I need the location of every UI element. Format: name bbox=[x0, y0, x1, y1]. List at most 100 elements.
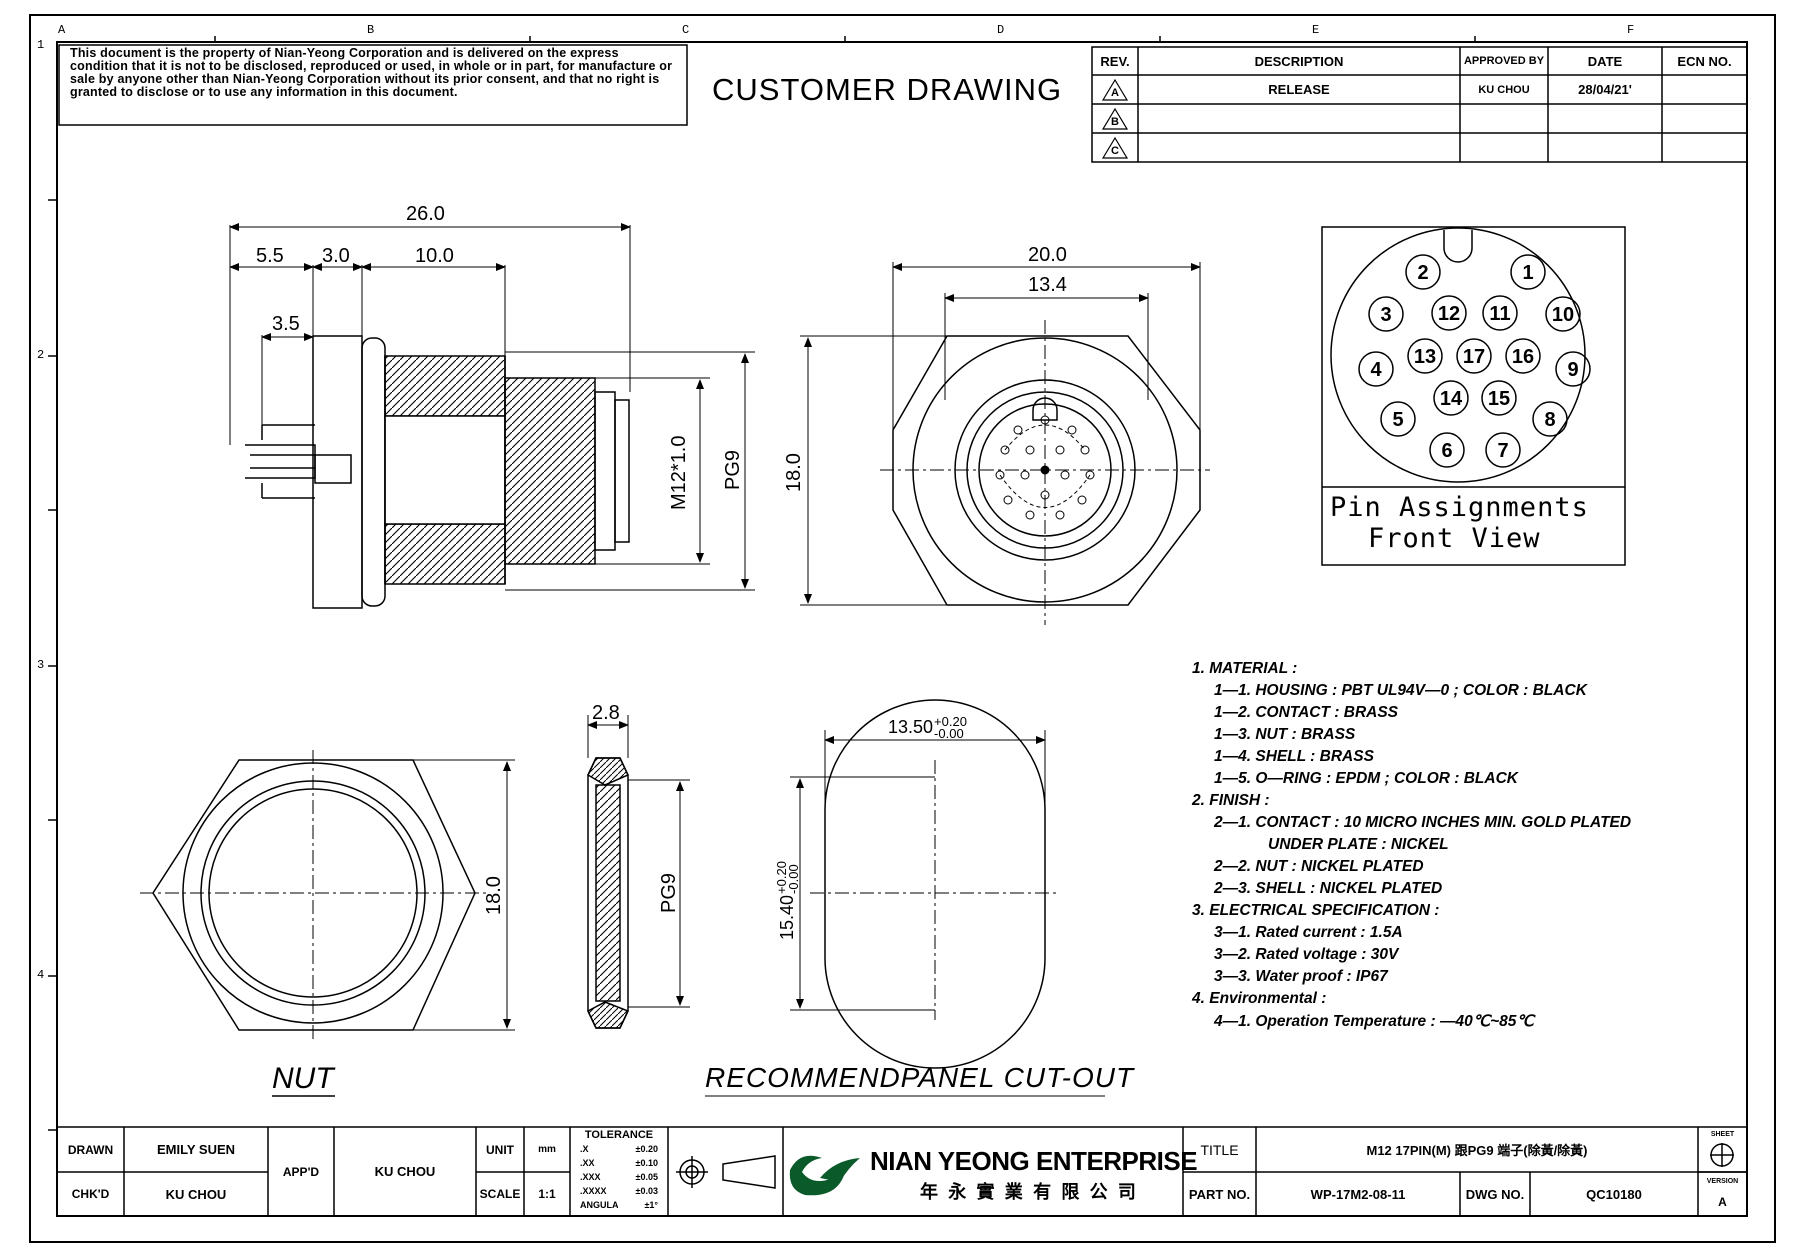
note-line: 1—3. NUT : BRASS bbox=[1214, 726, 1356, 743]
note-line: 1—1. HOUSING : PBT UL94V—0 ; COLOR : BLA… bbox=[1214, 682, 1587, 699]
pin-1-label: 1 bbox=[1522, 262, 1533, 284]
revision-triangles bbox=[1101, 78, 1129, 159]
tb-scale-value: 1:1 bbox=[538, 1187, 556, 1201]
nut-dim-pg9: PG9 bbox=[658, 872, 680, 913]
tolerance-value: ±0.20 bbox=[635, 1144, 658, 1154]
pin-9-label: 9 bbox=[1567, 359, 1578, 381]
pin-10-label: 10 bbox=[1552, 304, 1574, 326]
side-dim-pg9: PG9 bbox=[722, 449, 744, 490]
rev-a-date: 28/04/21' bbox=[1578, 82, 1632, 97]
side-dim-3-5: 3.5 bbox=[272, 313, 300, 335]
note-line: 2—3. SHELL : NICKEL PLATED bbox=[1214, 880, 1443, 897]
confidentiality-notice: This document is the property of Nian-Ye… bbox=[70, 46, 673, 99]
tb-version-label: VERSION bbox=[1706, 1177, 1739, 1185]
side-view-thread-upper bbox=[384, 355, 506, 417]
pin-13-label: 13 bbox=[1414, 346, 1436, 368]
pin-6-circle bbox=[1429, 432, 1465, 468]
note-line: 2. FINISH : bbox=[1192, 792, 1270, 809]
rev-c-letter: C bbox=[1111, 145, 1119, 157]
nut-centerlines bbox=[140, 750, 490, 1040]
front-dim-height: 18.0 bbox=[783, 453, 805, 492]
pin-12-label: 12 bbox=[1438, 303, 1460, 325]
note-line: 3—2. Rated voltage : 30V bbox=[1214, 946, 1399, 963]
cutout-dim-height: 15.40+0.20-0.00 bbox=[774, 861, 801, 940]
company-name-cn: 年 永 實 業 有 限 公 司 bbox=[920, 1182, 1138, 1203]
pin-assignment-title: Pin Assignments bbox=[1330, 492, 1589, 523]
pin-14-label: 14 bbox=[1440, 388, 1463, 410]
tolerance-key: .XX bbox=[580, 1158, 595, 1168]
company-logo bbox=[789, 1155, 860, 1196]
tolerance-value: ±1° bbox=[644, 1200, 658, 1210]
pin-6-label: 6 bbox=[1441, 440, 1452, 462]
tb-appd-value: KU CHOU bbox=[374, 1164, 436, 1179]
zone-row-2: 2 bbox=[37, 348, 45, 362]
cutout-dim-width: 13.50+0.20-0.00 bbox=[888, 715, 967, 741]
pin-17-label: 17 bbox=[1463, 346, 1485, 368]
cutout-dimension-lines bbox=[790, 730, 1046, 1011]
note-line: 1—2. CONTACT : BRASS bbox=[1214, 704, 1399, 721]
rev-a-approved: KU CHOU bbox=[1478, 83, 1530, 96]
pin-11-circle bbox=[1482, 295, 1518, 331]
tolerance-row: .XX±0.10 bbox=[572, 1156, 666, 1170]
front-view-centerlines bbox=[880, 320, 1210, 625]
note-line: 2—2. NUT : NICKEL PLATED bbox=[1214, 858, 1424, 875]
tolerance-row: ANGULA±1° bbox=[572, 1198, 666, 1212]
nut-view bbox=[152, 759, 476, 1031]
cutout-width-tol-minus: -0.00 bbox=[934, 726, 964, 741]
nut-label: NUT bbox=[272, 1062, 334, 1095]
pin-3-circle bbox=[1368, 296, 1404, 332]
rev-header-rev: REV. bbox=[1100, 53, 1130, 69]
tb-scale-label: SCALE bbox=[479, 1187, 521, 1201]
tb-chkd-value: KU CHOU bbox=[165, 1186, 227, 1202]
zone-col-e: E bbox=[1312, 23, 1320, 37]
zone-col-d: D bbox=[997, 23, 1005, 37]
note-line: 2—1. CONTACT : 10 MICRO INCHES MIN. GOLD… bbox=[1214, 814, 1632, 831]
pin-3-label: 3 bbox=[1380, 304, 1391, 326]
side-dim-thread: M12*1.0 bbox=[668, 435, 690, 511]
pin-8-circle bbox=[1532, 401, 1568, 437]
tb-appd-label: APP'D bbox=[282, 1164, 320, 1179]
note-line: 1. MATERIAL : bbox=[1192, 660, 1298, 677]
pin-15-label: 15 bbox=[1488, 388, 1510, 410]
side-dim-3-0: 3.0 bbox=[322, 245, 350, 267]
cutout-centerlines bbox=[810, 760, 1060, 1020]
rev-header-ecn: ECN NO. bbox=[1677, 53, 1732, 69]
tb-unit-label: UNIT bbox=[486, 1142, 514, 1157]
revision-table-grid bbox=[1091, 46, 1748, 163]
note-line: 1—4. SHELL : BRASS bbox=[1214, 748, 1374, 765]
pin-assignment-panel bbox=[1321, 226, 1626, 566]
tb-dwg-label: DWG NO. bbox=[1465, 1186, 1525, 1202]
cutout-label: RECOMMENDPANEL CUT-OUT bbox=[705, 1062, 1135, 1093]
rev-b-description bbox=[1138, 104, 1460, 133]
rev-header-date: DATE bbox=[1587, 53, 1623, 69]
note-line: 4—1. Operation Temperature : —40℃~85℃ bbox=[1214, 1013, 1534, 1030]
nut-dim-thickness: 2.8 bbox=[592, 702, 620, 724]
rev-c-description bbox=[1138, 133, 1460, 162]
side-dim-10-0: 10.0 bbox=[415, 245, 454, 267]
side-dim-5-5: 5.5 bbox=[256, 245, 284, 267]
pin-13-circle bbox=[1407, 338, 1443, 374]
pin-10-circle bbox=[1545, 296, 1581, 332]
note-line: 3—1. Rated current : 1.5A bbox=[1214, 924, 1403, 941]
pin-5-label: 5 bbox=[1392, 409, 1403, 431]
pin-9-circle bbox=[1555, 351, 1591, 387]
nut-section bbox=[587, 757, 630, 1029]
nut-dim-height: 18.0 bbox=[483, 876, 505, 915]
rev-header-description: DESCRIPTION bbox=[1254, 53, 1344, 69]
note-line: 4. Environmental : bbox=[1192, 990, 1327, 1007]
side-view-thread-lower bbox=[384, 523, 506, 585]
pin-15-circle bbox=[1481, 380, 1517, 416]
zone-col-a: A bbox=[58, 23, 66, 37]
nut-section-dimension-lines bbox=[587, 715, 690, 1008]
title-block-grid bbox=[56, 1126, 1748, 1217]
pin-16-circle bbox=[1505, 338, 1541, 374]
tb-version-value: A bbox=[1718, 1195, 1727, 1209]
tb-part-value: WP-17M2-08-11 bbox=[1310, 1186, 1406, 1202]
tb-sheet-label: SHEET bbox=[1710, 1130, 1735, 1138]
drawing-title: CUSTOMER DRAWING bbox=[712, 72, 1063, 107]
panel-cutout bbox=[824, 699, 1046, 1069]
tb-title-value: M12 17PIN(M) 跟PG9 端子(除黃/除黃) bbox=[1366, 1143, 1588, 1158]
projection-symbol bbox=[676, 1155, 776, 1189]
pin-7-label: 7 bbox=[1497, 440, 1508, 462]
